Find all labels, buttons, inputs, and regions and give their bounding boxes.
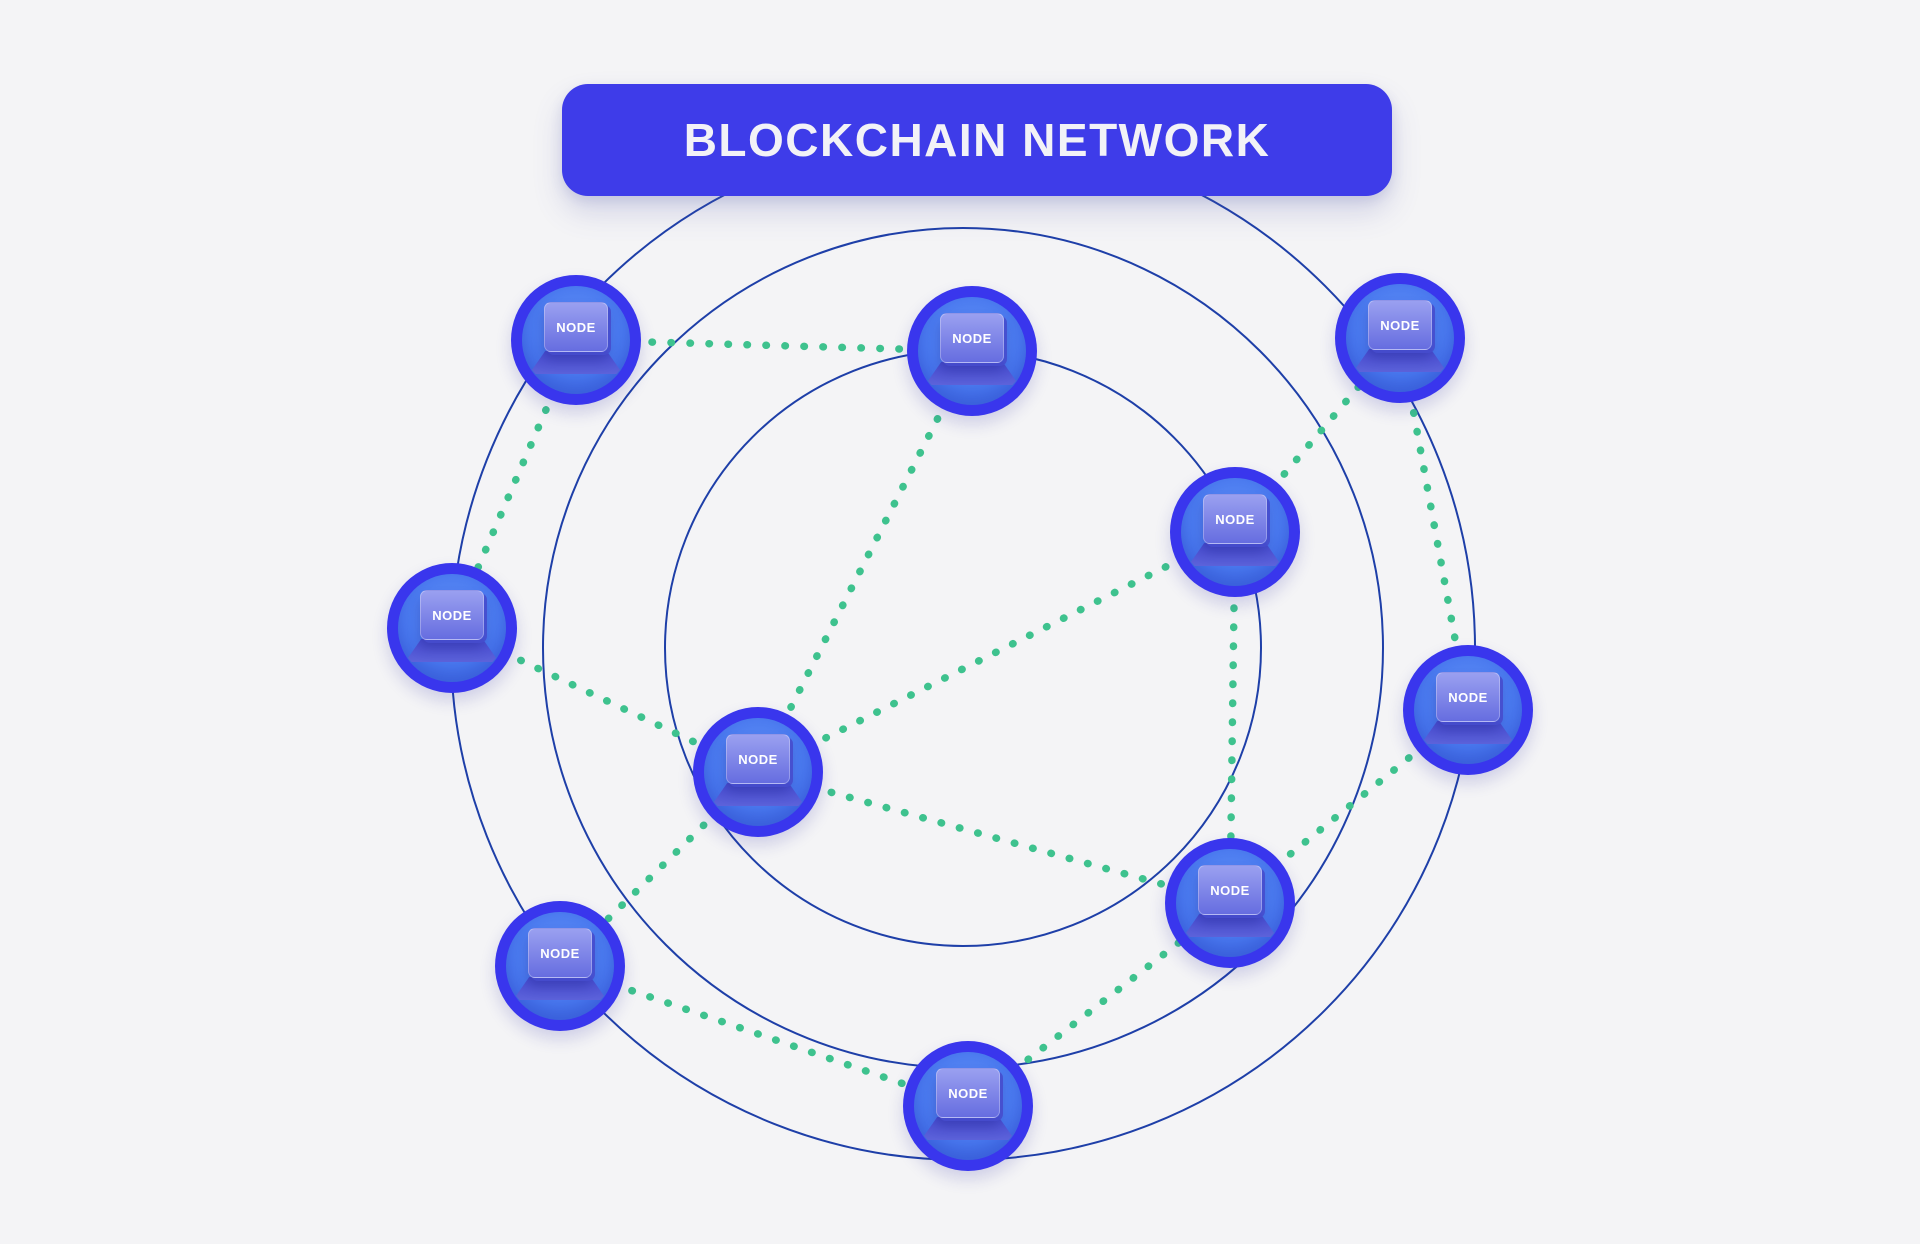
node-label: NODE: [1215, 511, 1255, 527]
node-label: NODE: [738, 751, 778, 767]
laptop-base: [532, 351, 620, 374]
node-circle: NODE: [522, 286, 630, 394]
connection-line: [556, 962, 972, 1110]
diagram-title: BLOCKCHAIN NETWORK: [683, 114, 1271, 166]
laptop-screen: NODE: [1198, 865, 1262, 915]
connection-line: [754, 347, 976, 776]
laptop-icon: NODE: [1191, 494, 1279, 566]
laptop-screen: NODE: [940, 313, 1004, 363]
network-node-node-9[interactable]: NODE: [495, 901, 625, 1031]
network-node-node-5[interactable]: NODE: [387, 563, 517, 693]
laptop-base: [1186, 914, 1274, 937]
network-node-node-3[interactable]: NODE: [1335, 273, 1465, 403]
node-circle: NODE: [398, 574, 506, 682]
node-circle: NODE: [1181, 478, 1289, 586]
network-node-node-10[interactable]: NODE: [903, 1041, 1033, 1171]
laptop-base: [928, 362, 1016, 385]
laptop-icon: NODE: [924, 1068, 1012, 1140]
laptop-screen: NODE: [1203, 494, 1267, 544]
node-circle: NODE: [1414, 656, 1522, 764]
laptop-icon: NODE: [1356, 300, 1444, 372]
laptop-screen: NODE: [1368, 300, 1432, 350]
connection-line: [1396, 334, 1472, 714]
laptop-icon: NODE: [714, 734, 802, 806]
orbit-circle: [664, 349, 1262, 947]
node-label: NODE: [540, 945, 580, 961]
laptop-screen: NODE: [420, 590, 484, 640]
laptop-base: [924, 1117, 1012, 1140]
laptop-icon: NODE: [1186, 865, 1274, 937]
laptop-screen: NODE: [544, 302, 608, 352]
network-node-node-7[interactable]: NODE: [693, 707, 823, 837]
node-label: NODE: [1380, 317, 1420, 333]
laptop-icon: NODE: [516, 928, 604, 1000]
connection-line: [1226, 706, 1472, 907]
laptop-base: [1191, 543, 1279, 566]
laptop-base: [516, 977, 604, 1000]
title-banner: BLOCKCHAIN NETWORK: [562, 84, 1392, 196]
node-label: NODE: [432, 607, 472, 623]
network-node-node-2[interactable]: NODE: [907, 286, 1037, 416]
node-label: NODE: [1210, 882, 1250, 898]
connection-line: [754, 768, 1234, 907]
node-circle: NODE: [918, 297, 1026, 405]
node-circle: NODE: [704, 718, 812, 826]
laptop-base: [1356, 349, 1444, 372]
network-node-node-8[interactable]: NODE: [1165, 838, 1295, 968]
laptop-base: [1424, 721, 1512, 744]
node-circle: NODE: [1346, 284, 1454, 392]
laptop-icon: NODE: [928, 313, 1016, 385]
node-label: NODE: [1448, 689, 1488, 705]
laptop-icon: NODE: [532, 302, 620, 374]
network-node-node-1[interactable]: NODE: [511, 275, 641, 405]
laptop-base: [714, 783, 802, 806]
laptop-screen: NODE: [726, 734, 790, 784]
node-label: NODE: [952, 330, 992, 346]
laptop-screen: NODE: [936, 1068, 1000, 1118]
laptop-screen: NODE: [1436, 672, 1500, 722]
network-node-node-4[interactable]: NODE: [1170, 467, 1300, 597]
node-circle: NODE: [1176, 849, 1284, 957]
node-circle: NODE: [914, 1052, 1022, 1160]
node-label: NODE: [556, 319, 596, 335]
laptop-icon: NODE: [1424, 672, 1512, 744]
laptop-base: [408, 639, 496, 662]
laptop-icon: NODE: [408, 590, 496, 662]
node-label: NODE: [948, 1085, 988, 1101]
connection-line: [754, 528, 1239, 776]
laptop-screen: NODE: [528, 928, 592, 978]
node-circle: NODE: [506, 912, 614, 1020]
network-node-node-6[interactable]: NODE: [1403, 645, 1533, 775]
